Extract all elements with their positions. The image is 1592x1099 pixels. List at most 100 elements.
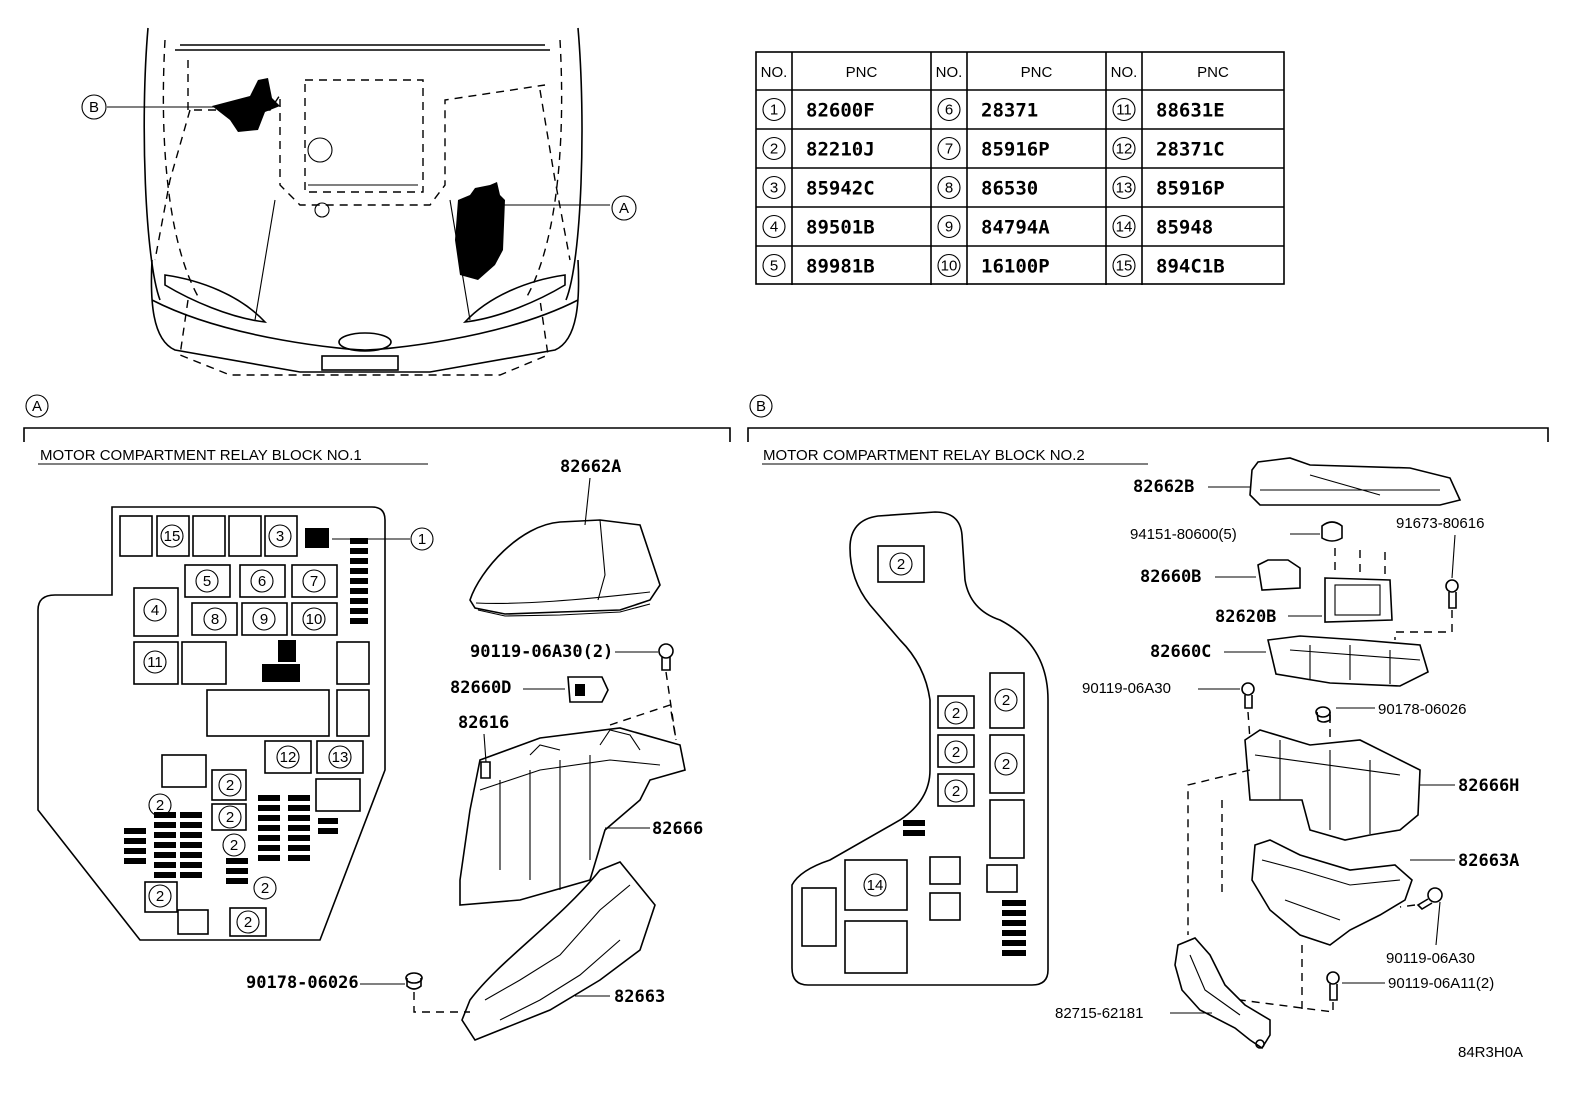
bracket-82663: [461, 861, 656, 1041]
table-no-circle: [762, 214, 786, 239]
table-no-circle: [937, 97, 961, 122]
part-91673-80616: 91673-80616: [1396, 515, 1484, 532]
svg-text:2: 2: [952, 705, 960, 722]
part-82662A: 82662A: [560, 457, 621, 477]
relay-block-2-outline: [791, 511, 1049, 986]
part-82666: 82666: [652, 819, 703, 839]
table-pnc-cell: 894C1B: [1156, 256, 1225, 278]
table-no-circle: [1112, 253, 1136, 278]
exploded-parts-a: 82662A 90119-06A30(2) 82660D 82616: [246, 457, 703, 1041]
svg-text:7: 7: [310, 573, 318, 590]
table-no-cell: 1: [770, 102, 778, 119]
svg-text:10: 10: [306, 611, 323, 628]
car-marker-b: B: [89, 99, 99, 116]
table-pnc-cell: 28371: [981, 100, 1038, 122]
table-no-cell: 4: [770, 219, 778, 236]
block-b-callouts: 2 2 2 2 2 2 14: [863, 552, 1018, 897]
table-pnc-cell: 85948: [1156, 217, 1213, 239]
table-no-circle: [937, 214, 961, 239]
part-90119-06A30-b2: 90119-06A30: [1386, 950, 1475, 967]
svg-text:2: 2: [226, 809, 234, 826]
table-no-circle: [762, 97, 786, 122]
table-no-circle: [937, 136, 961, 161]
table-no-circle: [1112, 97, 1136, 122]
table-no-cell: 7: [945, 141, 953, 158]
car-marker-a: A: [619, 200, 629, 217]
table-no-cell: 11: [1116, 102, 1132, 119]
table-no-circle: [937, 175, 961, 200]
block-a-callouts: 15 3 1 5 6 7 4 8 9 10 11 12 13 2 2 2 2 2…: [143, 524, 434, 934]
part-90119-06A30-2: 90119-06A30(2): [470, 642, 613, 662]
svg-text:2: 2: [261, 880, 269, 897]
part-90119-06A11-2: 90119-06A11(2): [1388, 975, 1494, 992]
part-82660D: 82660D: [450, 678, 511, 698]
exploded-parts-b: 82662B 94151-80600(5) 91673-80616 82660B…: [1055, 457, 1519, 1050]
table-pnc-cell: 86530: [981, 178, 1038, 200]
svg-text:1: 1: [418, 531, 426, 548]
table-header: PNC: [1197, 64, 1229, 81]
part-82666H: 82666H: [1458, 776, 1519, 796]
table-pnc-cell: 85916P: [981, 139, 1050, 161]
table-no-cell: 10: [941, 258, 958, 275]
table-no-cell: 9: [945, 219, 953, 236]
relay-block-1-outline: [37, 506, 386, 941]
table-header: NO.: [1111, 64, 1138, 81]
svg-text:15: 15: [164, 528, 181, 545]
svg-text:2: 2: [156, 797, 164, 814]
table-pnc-cell: 84794A: [981, 217, 1050, 239]
table-pnc-cell: 82210J: [806, 139, 875, 161]
section-b: B MOTOR COMPARTMENT RELAY BLOCK NO.2 2 2…: [747, 394, 1549, 1061]
table-no-circle: [1112, 175, 1136, 200]
table-no-circle: [762, 175, 786, 200]
table-pnc-cell: 85942C: [806, 178, 875, 200]
section-a-marker: A: [32, 398, 42, 415]
section-b-marker: B: [756, 398, 766, 415]
svg-text:6: 6: [258, 573, 266, 590]
part-82620B: 82620B: [1215, 607, 1276, 627]
table-no-cell: 12: [1116, 141, 1133, 158]
table-pnc-cell: 88631E: [1156, 100, 1225, 122]
table-no-cell: 15: [1116, 258, 1133, 275]
part-90178-06026-b: 90178-06026: [1378, 701, 1466, 718]
table-header: PNC: [1021, 64, 1053, 81]
svg-text:2: 2: [156, 888, 164, 905]
section-a: A MOTOR COMPARTMENT RELAY BLOCK NO.1: [23, 394, 731, 1041]
table-no-circle: [1112, 214, 1136, 239]
part-90119-06A30-b1: 90119-06A30: [1082, 680, 1171, 697]
svg-text:2: 2: [952, 783, 960, 800]
part-90178-06026-a: 90178-06026: [246, 973, 359, 993]
table-no-cell: 3: [770, 180, 778, 197]
table-header: PNC: [846, 64, 878, 81]
svg-text:12: 12: [280, 749, 297, 766]
table-pnc-cell: 89981B: [806, 256, 875, 278]
table-no-cell: 5: [770, 258, 778, 275]
table-pnc-cell: 16100P: [981, 256, 1050, 278]
svg-text:2: 2: [226, 777, 234, 794]
part-82662B: 82662B: [1133, 477, 1194, 497]
svg-text:2: 2: [897, 556, 905, 573]
table-no-cell: 14: [1116, 219, 1133, 236]
svg-text:8: 8: [211, 611, 219, 628]
svg-text:13: 13: [332, 749, 349, 766]
section-a-title: MOTOR COMPARTMENT RELAY BLOCK NO.1: [40, 447, 362, 464]
svg-text:2: 2: [230, 837, 238, 854]
table-header: NO.: [936, 64, 963, 81]
diagram-code: 84R3H0A: [1458, 1044, 1523, 1061]
part-82616: 82616: [458, 713, 509, 733]
table-no-circle: [762, 136, 786, 161]
table-no-circle: [937, 253, 961, 278]
part-94151-80600-5: 94151-80600(5): [1130, 526, 1237, 543]
box-82666: [459, 727, 686, 906]
table-no-circle: [762, 253, 786, 278]
table-no-cell: 8: [945, 180, 953, 197]
car-top-view: B A: [81, 27, 637, 376]
svg-text:11: 11: [147, 654, 163, 671]
table-pnc-cell: 89501B: [806, 217, 875, 239]
table-pnc-cell: 28371C: [1156, 139, 1225, 161]
table-pnc-cell: 82600F: [806, 100, 875, 122]
table-header: NO.: [761, 64, 788, 81]
svg-text:5: 5: [203, 573, 211, 590]
part-82663: 82663: [614, 987, 665, 1007]
